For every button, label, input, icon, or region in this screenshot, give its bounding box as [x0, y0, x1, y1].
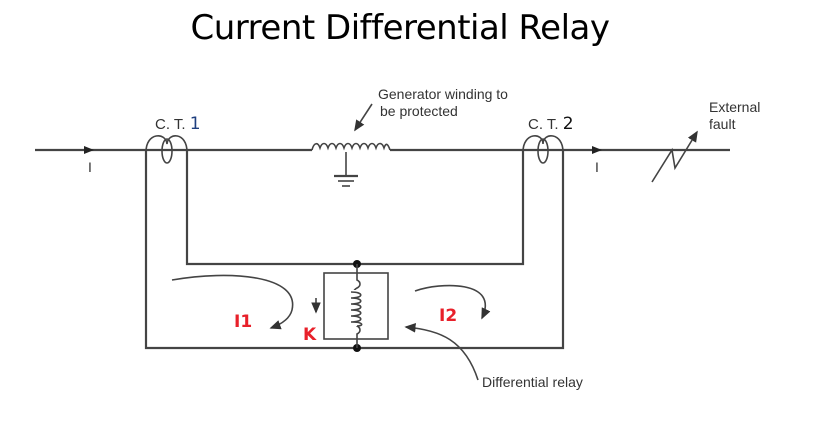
k-label: K [303, 325, 317, 345]
current-in-label: I [88, 159, 92, 175]
relay-coil-icon [350, 264, 364, 348]
relay-pointer-arrow [404, 323, 479, 381]
generator-winding-icon [311, 142, 391, 187]
relay-box [323, 272, 389, 340]
fault-lightning-icon [651, 130, 698, 183]
i2-flow-arrow [414, 284, 491, 320]
fault-label-line1: External [709, 99, 760, 115]
i1-label: I1 [234, 312, 252, 332]
winding-label-line2: be protected [380, 103, 458, 119]
inner-pilot-wire [185, 150, 525, 266]
winding-pointer-arrow [354, 103, 373, 132]
i1-flow-arrow [171, 274, 294, 330]
relay-label: Differential relay [482, 374, 583, 390]
ct1-symbol [145, 135, 188, 164]
current-out-arrow [592, 146, 602, 154]
ct2-symbol [522, 135, 564, 164]
diagram-title: Current Differential Relay [190, 8, 610, 48]
winding-label-line1: Generator winding to [378, 86, 508, 102]
current-out-label: I [595, 159, 599, 175]
ct2-label: C. T. 2 [528, 114, 574, 134]
ct1-label: C. T. 1 [155, 114, 201, 134]
current-in-arrow [84, 146, 94, 154]
fault-label-line2: fault [709, 116, 736, 132]
i2-label: I2 [439, 306, 457, 326]
